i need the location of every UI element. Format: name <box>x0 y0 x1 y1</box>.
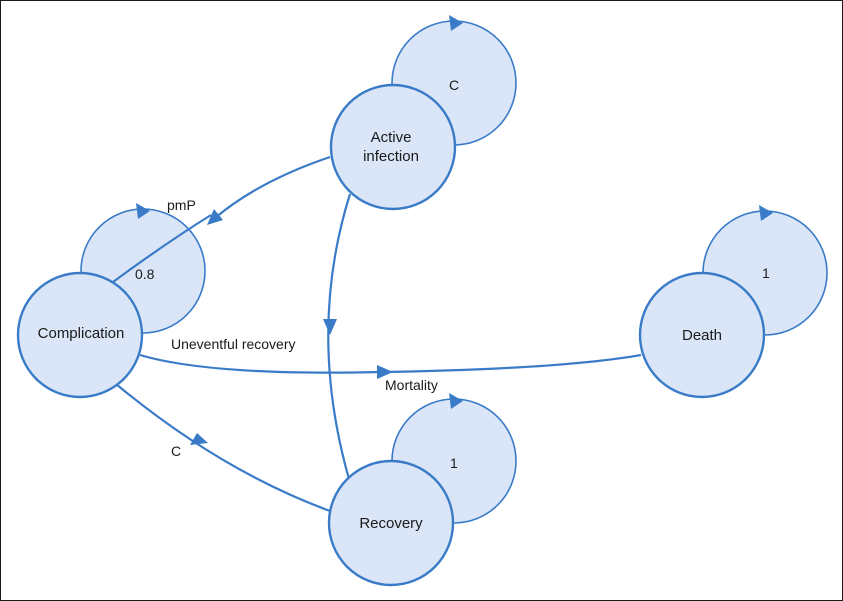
edge-line <box>112 214 212 283</box>
node-death: Death <box>638 271 766 399</box>
edge-line <box>115 383 331 513</box>
node-circle <box>638 271 766 399</box>
self-loop-label-active-infection: C <box>449 77 459 93</box>
node-circle <box>327 459 455 587</box>
node-label: Death <box>682 327 722 344</box>
node-circle <box>16 271 144 399</box>
edge-line <box>327 193 352 480</box>
edge-label-uneventful-recovery: Uneventful recovery <box>171 336 296 352</box>
arrow-head <box>190 433 208 445</box>
edge-complication-to-recovery <box>115 383 331 513</box>
arrow-head <box>449 15 463 31</box>
arrow-head <box>449 393 463 409</box>
self-loop-label-death: 1 <box>762 265 770 281</box>
edge-line <box>139 353 642 374</box>
edge-label-c: C <box>171 443 181 459</box>
node-circle <box>329 83 457 211</box>
self-loop-label-recovery: 1 <box>450 455 458 471</box>
node-label-line2: infection <box>363 148 419 165</box>
node-complication: Complication <box>16 271 144 399</box>
self-loop-label-complication: 0.8 <box>135 266 155 282</box>
node-label: Recovery <box>359 515 423 532</box>
arrow-head <box>759 205 773 221</box>
edge-complication-to-loop <box>112 214 212 283</box>
arrow-head <box>323 319 337 335</box>
edge-line <box>214 155 331 219</box>
edge-infection-to-complication <box>207 155 331 225</box>
node-label: Complication <box>38 325 125 342</box>
node-label-line1: Active <box>371 129 412 146</box>
arrow-head <box>136 203 150 219</box>
arrow-head <box>207 209 223 225</box>
node-active-infection: Active infection <box>329 83 457 211</box>
edge-label-mortality: Mortality <box>385 377 438 393</box>
edge-label-pmp: pmP <box>167 197 196 213</box>
arrow-head <box>377 365 393 379</box>
node-recovery: Recovery <box>327 459 455 587</box>
edge-infection-to-recovery <box>323 193 352 480</box>
edge-complication-to-death <box>139 353 642 379</box>
